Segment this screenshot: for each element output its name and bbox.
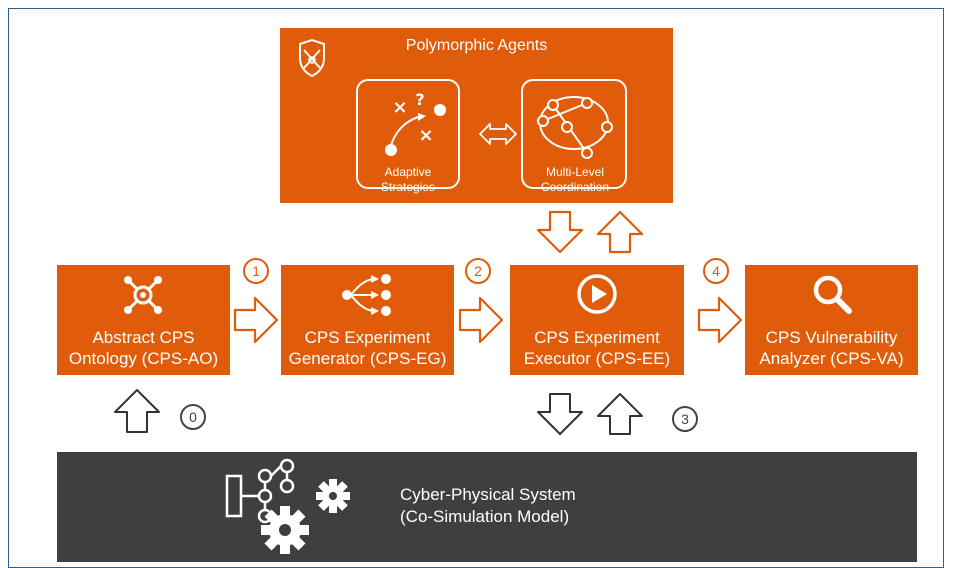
agents-executor-arrows: [536, 210, 644, 254]
shield-swords-icon: [299, 38, 325, 78]
cps-va-box: CPS Vulnerability Analyzer (CPS-VA): [745, 265, 918, 375]
multi-level-coordination-box: [521, 79, 627, 189]
svg-text:×: ×: [392, 97, 407, 118]
cps-ee-box: CPS Experiment Executor (CPS-EE): [510, 265, 684, 375]
network-graph-icon: [537, 96, 613, 159]
cps-ao-box: Abstract CPS Ontology (CPS-AO): [57, 265, 230, 375]
system-gears-icon: [225, 458, 350, 554]
svg-text:×: ×: [418, 125, 433, 146]
arrow-system-to-ao: [114, 389, 160, 433]
cps-label-line1: Cyber-Physical System: [400, 485, 576, 504]
strategy-play-icon: × ? ×: [385, 90, 446, 156]
arrow-ao-to-eg: [233, 296, 279, 344]
ontology-hub-icon: [124, 276, 162, 314]
adaptive-strategies-caption: Adaptive Strategies: [380, 165, 436, 194]
cps-ao-label-line1: Abstract CPS: [92, 328, 195, 347]
magnifier-icon: [813, 275, 852, 314]
arrow-eg-to-ee: [458, 296, 504, 344]
cps-eg-label-line1: CPS Experiment: [304, 328, 431, 347]
bidirectional-arrow-icon: [479, 123, 517, 145]
arrow-ee-to-va: [697, 296, 743, 344]
step-4-marker: 4: [703, 258, 729, 284]
cps-va-label-line1: CPS Vulnerability: [765, 328, 898, 347]
step-2-marker: 2: [465, 258, 491, 284]
step-3-marker: 3: [672, 406, 698, 432]
play-circle-icon: [577, 274, 617, 314]
cyber-physical-system-panel: [57, 452, 917, 562]
svg-text:?: ?: [415, 90, 424, 109]
polymorphic-agents-title: Polymorphic Agents: [405, 37, 548, 54]
cps-ee-label-line1: CPS Experiment: [534, 328, 660, 347]
cps-label-line2: (Co-Simulation Model): [400, 507, 570, 526]
executor-system-arrows: [537, 393, 643, 435]
cps-ee-label-line2: Executor (CPS-EE): [523, 349, 671, 368]
multi-level-coordination-caption: Multi-Level Coordination: [540, 165, 610, 194]
cps-va-label-line2: Analyzer (CPS-VA): [759, 349, 904, 368]
step-0-marker: 0: [180, 404, 206, 430]
cps-eg-box: CPS Experiment Generator (CPS-EG): [281, 265, 454, 375]
cps-eg-label-line2: Generator (CPS-EG): [288, 349, 447, 368]
polymorphic-agents-panel: Polymorphic Agents × ? × Adaptive Strate…: [280, 28, 673, 203]
cps-ao-label-line2: Ontology (CPS-AO): [68, 349, 219, 368]
generator-fanout-icon: [342, 274, 391, 316]
adaptive-strategies-box: × ? ×: [356, 79, 460, 189]
step-1-marker: 1: [243, 258, 269, 284]
